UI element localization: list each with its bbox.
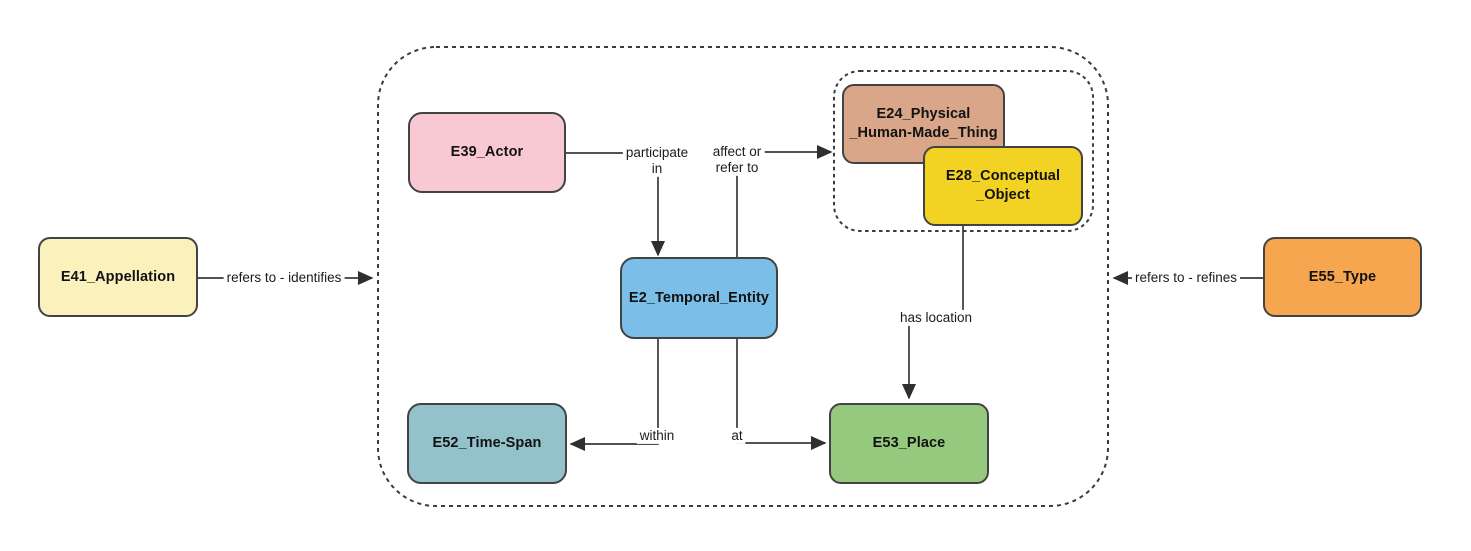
edge-label-refers-to-refines: refers to - refines	[1131, 269, 1241, 287]
edge-label-participate-in: participate in	[622, 144, 692, 178]
edge-label-has-location: has location	[896, 309, 976, 327]
node-e28-conceptual-object: E28_Conceptual _Object	[923, 146, 1083, 226]
node-e41-appellation: E41_Appellation	[38, 237, 198, 317]
edge-at-arrow	[736, 339, 827, 451]
edge-label-refers-to-identifies: refers to - identifies	[223, 269, 345, 287]
node-e52-time-span: E52_Time-Span	[407, 403, 567, 484]
edge-label-at: at	[728, 427, 746, 445]
node-e53-place: E53_Place	[829, 403, 989, 484]
node-e39-actor: E39_Actor	[408, 112, 566, 193]
node-e55-type: E55_Type	[1263, 237, 1422, 317]
outer-dashed-boundary	[377, 46, 1109, 507]
node-e2-temporal-entity: E2_Temporal_Entity	[620, 257, 778, 339]
edge-label-affect-or-refer-to: affect or refer to	[709, 143, 765, 177]
edge-label-within: within	[636, 427, 678, 445]
